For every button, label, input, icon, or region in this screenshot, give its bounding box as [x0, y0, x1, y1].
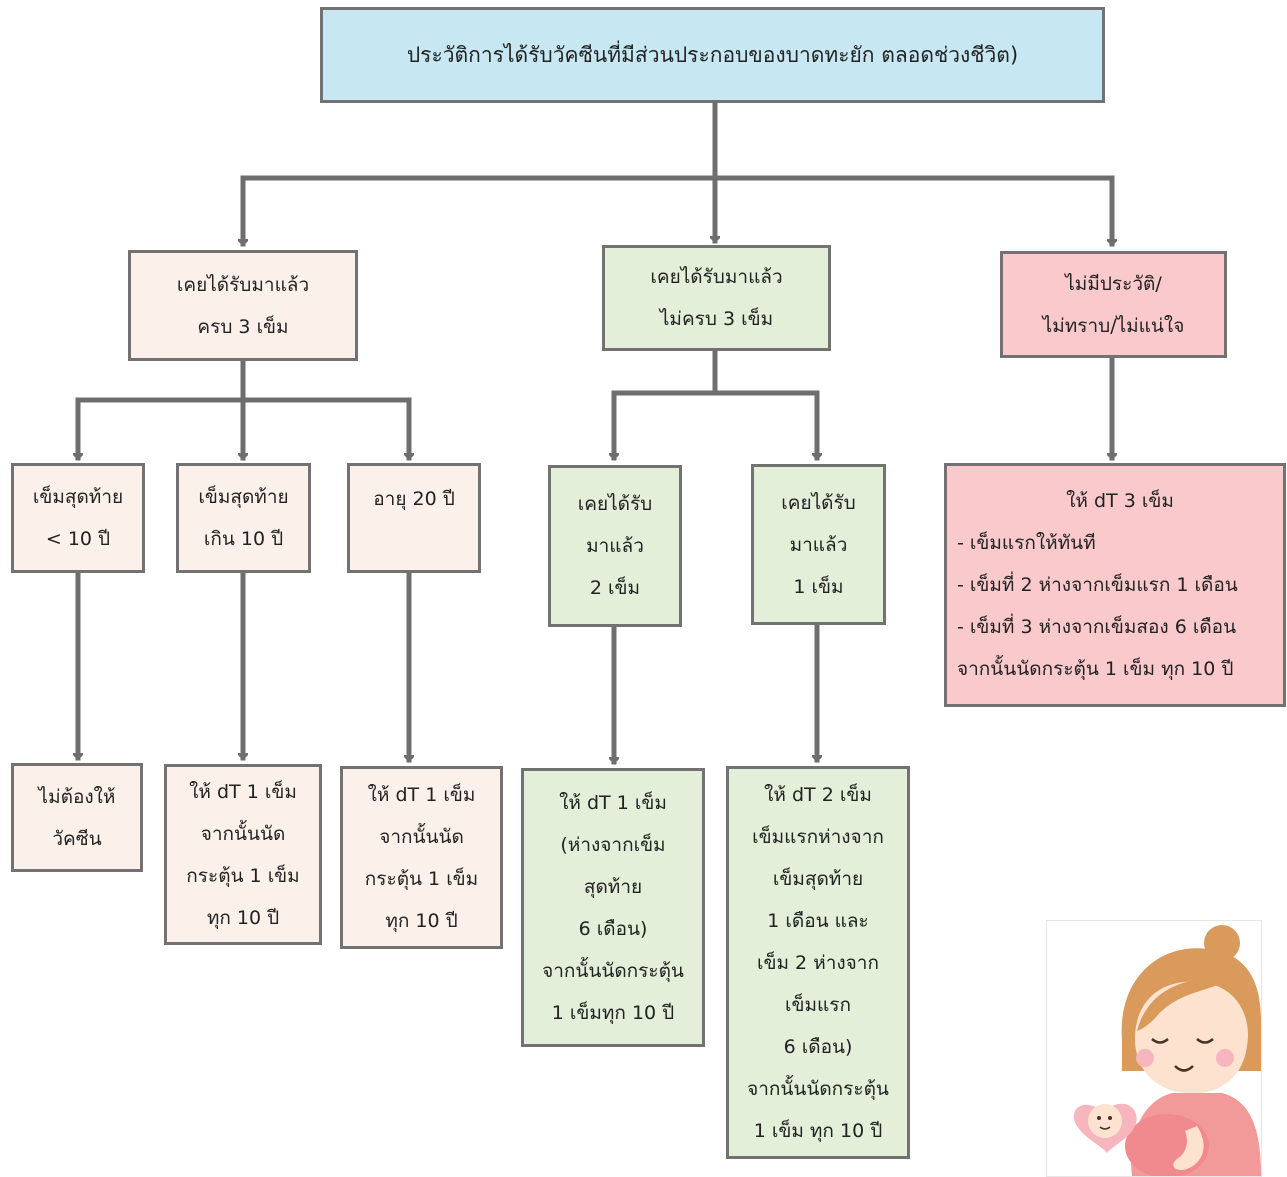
pregnant-mother-icon: [1073, 925, 1261, 1176]
box-last-dose-over-10: เข็มสุดท้าย เกิน 10 ปี: [176, 463, 311, 573]
box-one-dose: เคยได้รับ มาแล้ว 1 เข็ม: [751, 464, 886, 625]
pregnant-mother-illustration: [1046, 920, 1262, 1177]
box-incomplete-3-doses: เคยได้รับมาแล้ว ไม่ครบ 3 เข็ม: [602, 245, 831, 351]
box-unknown-history: ไม่มีประวัติ/ ไม่ทราบ/ไม่แน่ใจ: [1000, 251, 1227, 358]
box-give-1-dose-6-months: ให้ dT 1 เข็ม (ห่างจากเข็ม สุดท้าย 6 เดื…: [521, 768, 705, 1047]
box-no-vaccine: ไม่ต้องให้ วัคซีน: [11, 763, 143, 872]
box-complete-3-doses: เคยได้รับมาแล้ว ครบ 3 เข็ม: [128, 250, 358, 361]
box-give-1-dose-age-20: ให้ dT 1 เข็ม จากนั้นนัด กระตุ้น 1 เข็ม …: [340, 766, 503, 949]
box-give-2-doses: ให้ dT 2 เข็ม เข็มแรกห่างจาก เข็มสุดท้าย…: [726, 766, 910, 1159]
flow-title-box: ประวัติการได้รับวัคซีนที่มีส่วนประกอบของ…: [320, 7, 1105, 103]
box-give-3-doses: ให้ dT 3 เข็ม - เข็มแรกให้ทันที - เข็มที…: [944, 463, 1286, 707]
flow-title: ประวัติการได้รับวัคซีนที่มีส่วนประกอบของ…: [406, 43, 1019, 67]
box-two-doses: เคยได้รับ มาแล้ว 2 เข็ม: [548, 465, 682, 627]
box-age-20: อายุ 20 ปี: [347, 463, 481, 573]
box-give-1-dose-over-10: ให้ dT 1 เข็ม จากนั้นนัด กระตุ้น 1 เข็ม …: [164, 764, 322, 945]
box-last-dose-under-10: เข็มสุดท้าย < 10 ปี: [11, 463, 145, 573]
